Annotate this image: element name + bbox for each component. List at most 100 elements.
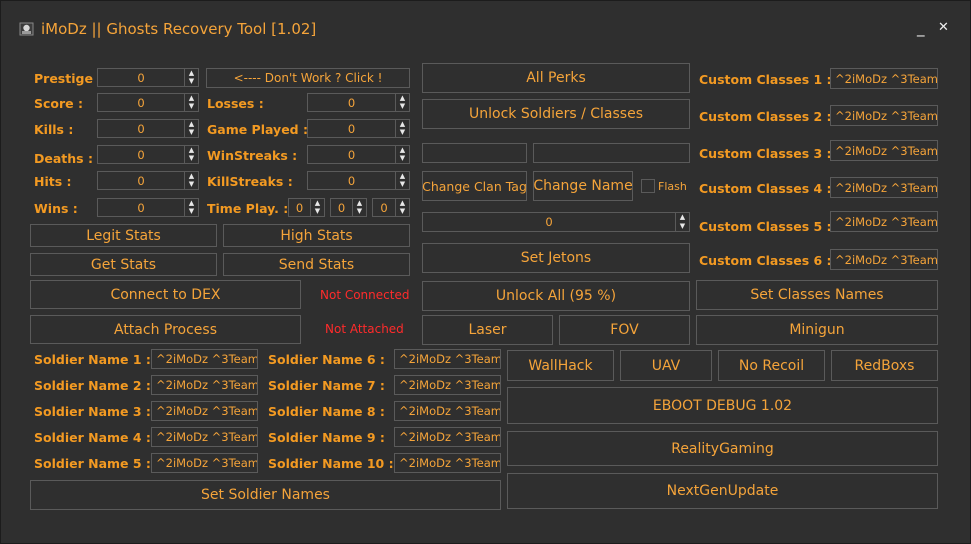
time-minutes-stepper[interactable]: 0 ▲▼: [330, 198, 367, 217]
custom-class-6-input[interactable]: ^2iMoDz ^3Team: [830, 249, 938, 270]
connect-dex-button[interactable]: Connect to DEX: [30, 280, 301, 309]
stepper-down-icon[interactable]: ▼: [314, 207, 321, 216]
time-hours-stepper[interactable]: 0 ▲▼: [288, 198, 325, 217]
game-played-value: 0: [347, 121, 356, 136]
score-stepper[interactable]: 0 ▲▼: [97, 93, 199, 112]
soldier-name-1-input[interactable]: ^2iMoDz ^3Team: [151, 349, 258, 369]
stepper-up-icon[interactable]: ▲: [399, 119, 406, 128]
stepper-down-icon[interactable]: ▼: [679, 222, 686, 230]
legit-stats-button[interactable]: Legit Stats: [30, 224, 217, 247]
no-recoil-button[interactable]: No Recoil: [718, 350, 825, 381]
soldier-name-label: Soldier Name 3 :: [34, 404, 151, 419]
winstreaks-stepper[interactable]: 0 ▲▼: [307, 145, 410, 164]
minigun-button[interactable]: Minigun: [696, 315, 938, 345]
clan-tag-input[interactable]: [422, 143, 527, 163]
time-minutes-value: 0: [337, 200, 346, 215]
killstreaks-value: 0: [347, 173, 356, 188]
custom-class-4-input[interactable]: ^2iMoDz ^3Team: [830, 177, 938, 198]
nextgenupdate-button[interactable]: NextGenUpdate: [507, 473, 938, 509]
change-clan-tag-button[interactable]: Change Clan Tag: [422, 171, 527, 201]
soldier-name-6-input[interactable]: ^2iMoDz ^3Team: [394, 349, 501, 369]
high-stats-button[interactable]: High Stats: [223, 224, 410, 247]
stepper-down-icon[interactable]: ▼: [399, 154, 406, 163]
soldier-name-9-input[interactable]: ^2iMoDz ^3Team: [394, 427, 501, 447]
killstreaks-stepper[interactable]: 0 ▲▼: [307, 171, 410, 190]
unlock-all-button[interactable]: Unlock All (95 %): [422, 281, 690, 311]
ghost-icon: [19, 22, 34, 36]
set-classes-names-button[interactable]: Set Classes Names: [696, 280, 938, 310]
set-jetons-button[interactable]: Set Jetons: [422, 243, 690, 273]
uav-button[interactable]: UAV: [620, 350, 712, 381]
soldier-name-7-input[interactable]: ^2iMoDz ^3Team: [394, 375, 501, 395]
stepper-up-icon[interactable]: ▲: [188, 119, 195, 128]
custom-class-label: Custom Classes 6 :: [699, 253, 832, 268]
stepper-up-icon[interactable]: ▲: [188, 198, 195, 207]
stepper-down-icon[interactable]: ▼: [399, 207, 406, 216]
soldier-name-3-input[interactable]: ^2iMoDz ^3Team: [151, 401, 258, 421]
hits-stepper[interactable]: 0 ▲▼: [97, 171, 199, 190]
stepper-down-icon[interactable]: ▼: [399, 180, 406, 189]
stepper-down-icon[interactable]: ▼: [188, 154, 195, 163]
stat-label-losses: Losses :: [207, 96, 264, 111]
get-stats-button[interactable]: Get Stats: [30, 253, 217, 276]
stepper-up-icon[interactable]: ▲: [399, 171, 406, 180]
deaths-stepper[interactable]: 0 ▲▼: [97, 145, 199, 164]
fov-button[interactable]: FOV: [559, 315, 690, 345]
eboot-debug-button[interactable]: EBOOT DEBUG 1.02: [507, 387, 938, 424]
stepper-up-icon[interactable]: ▲: [399, 198, 406, 207]
unlock-soldiers-button[interactable]: Unlock Soldiers / Classes: [422, 99, 690, 129]
stepper-up-icon[interactable]: ▲: [399, 145, 406, 154]
stepper-down-icon[interactable]: ▼: [188, 102, 195, 111]
realitygaming-button[interactable]: RealityGaming: [507, 431, 938, 466]
stepper-up-icon[interactable]: ▲: [679, 213, 686, 221]
name-input[interactable]: [533, 143, 690, 163]
stepper-down-icon[interactable]: ▼: [188, 128, 195, 137]
custom-class-1-input[interactable]: ^2iMoDz ^3Team: [830, 68, 938, 89]
game-played-stepper[interactable]: 0 ▲▼: [307, 119, 410, 138]
custom-class-3-input[interactable]: ^2iMoDz ^3Team: [830, 140, 938, 161]
set-soldier-names-button[interactable]: Set Soldier Names: [30, 480, 501, 510]
stepper-down-icon[interactable]: ▼: [188, 77, 195, 86]
stepper-down-icon[interactable]: ▼: [399, 128, 406, 137]
losses-stepper[interactable]: 0 ▲▼: [307, 93, 410, 112]
hits-value: 0: [137, 173, 145, 188]
custom-class-2-input[interactable]: ^2iMoDz ^3Team: [830, 105, 938, 126]
time-seconds-stepper[interactable]: 0 ▲▼: [372, 198, 410, 217]
soldier-name-label: Soldier Name 1 :: [34, 352, 151, 367]
stepper-up-icon[interactable]: ▲: [188, 68, 195, 77]
stat-label-kills: Kills :: [34, 122, 74, 137]
stepper-up-icon[interactable]: ▲: [314, 198, 321, 207]
flash-checkbox[interactable]: [641, 179, 655, 193]
stepper-up-icon[interactable]: ▲: [188, 171, 195, 180]
stepper-up-icon[interactable]: ▲: [399, 93, 406, 102]
soldier-name-8-input[interactable]: ^2iMoDz ^3Team: [394, 401, 501, 421]
stepper-down-icon[interactable]: ▼: [188, 207, 195, 216]
attach-process-button[interactable]: Attach Process: [30, 315, 301, 344]
stepper-up-icon[interactable]: ▲: [356, 198, 363, 207]
soldier-name-4-input[interactable]: ^2iMoDz ^3Team: [151, 427, 258, 447]
app-icon: [19, 21, 34, 36]
all-perks-button[interactable]: All Perks: [422, 63, 690, 93]
wallhack-button[interactable]: WallHack: [507, 350, 614, 381]
jetons-stepper[interactable]: 0 ▲▼: [422, 212, 690, 232]
soldier-name-5-input[interactable]: ^2iMoDz ^3Team: [151, 453, 258, 473]
change-name-button[interactable]: Change Name: [533, 171, 633, 201]
stepper-down-icon[interactable]: ▼: [399, 102, 406, 111]
redboxs-button[interactable]: RedBoxs: [831, 350, 938, 381]
soldier-name-2-input[interactable]: ^2iMoDz ^3Team: [151, 375, 258, 395]
close-button[interactable]: ✕: [938, 20, 949, 35]
kills-stepper[interactable]: 0 ▲▼: [97, 119, 199, 138]
stepper-down-icon[interactable]: ▼: [188, 180, 195, 189]
minimize-button[interactable]: _: [917, 19, 925, 37]
send-stats-button[interactable]: Send Stats: [223, 253, 410, 276]
stepper-down-icon[interactable]: ▼: [356, 207, 363, 216]
custom-class-5-input[interactable]: ^2iMoDz ^3Team: [830, 211, 938, 232]
wins-stepper[interactable]: 0 ▲▼: [97, 198, 199, 217]
stepper-up-icon[interactable]: ▲: [188, 145, 195, 154]
prestige-stepper[interactable]: 0 ▲▼: [97, 68, 199, 87]
laser-button[interactable]: Laser: [422, 315, 553, 345]
dont-work-button[interactable]: <---- Don't Work ? Click !: [206, 68, 410, 88]
soldier-name-10-input[interactable]: ^2iMoDz ^3Team: [394, 453, 501, 473]
stepper-up-icon[interactable]: ▲: [188, 93, 195, 102]
flash-label: Flash: [658, 180, 687, 193]
